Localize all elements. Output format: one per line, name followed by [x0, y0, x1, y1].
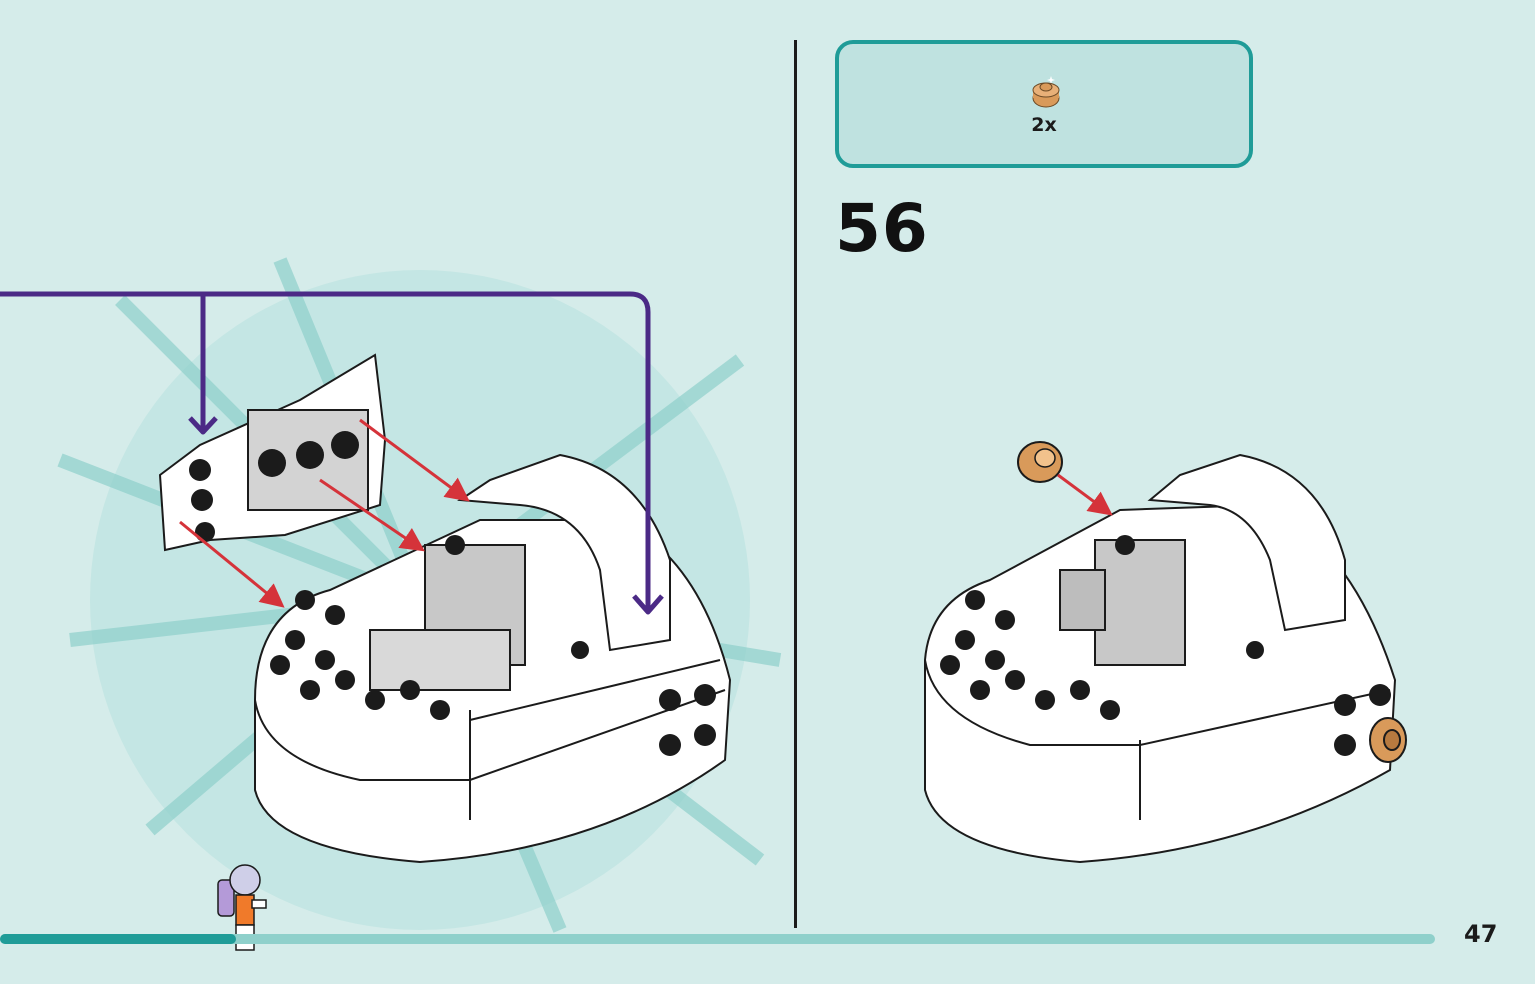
progress-bar	[0, 934, 1435, 944]
left-model	[158, 353, 732, 864]
parts-callout: 2x	[835, 40, 1253, 168]
tan-round-plate-icon	[1032, 76, 1060, 108]
placement-arrow	[0, 291, 664, 615]
tan-round-plate	[1017, 441, 1063, 483]
step-divider	[794, 40, 797, 928]
insertion-arrows	[179, 418, 470, 608]
step-number: 56	[835, 190, 929, 267]
page-number: 47	[1464, 920, 1498, 948]
right-model	[924, 453, 1407, 864]
insertion-arrow-right	[1057, 473, 1113, 516]
part-quantity: 2x	[1031, 114, 1057, 136]
